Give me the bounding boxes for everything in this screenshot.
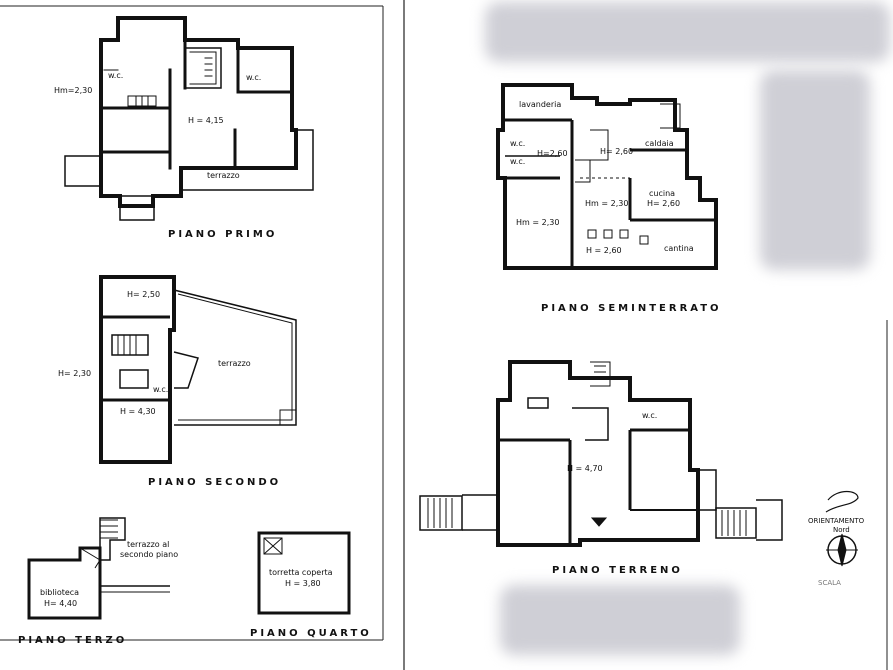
semi-hm-mid-label: Hm = 2,30 [585,199,629,208]
quarto-height-label: H = 3,80 [285,579,321,588]
plan-piano-seminterrato [496,83,718,270]
secondo-h-bottom-label: H = 4,30 [120,407,156,416]
semi-h260c-label: H= 2,60 [647,199,681,208]
terzo-secondo-piano-label: secondo piano [120,550,179,559]
terzo-height-label: H= 4,40 [44,599,78,608]
terzo-terrazzo-label: terrazzo al [127,540,170,549]
semi-hm-left-label: Hm = 2,30 [516,218,560,227]
secondo-h-left-label: H= 2,30 [58,369,92,378]
terreno-wc-label: w.c. [642,411,658,420]
plan-piano-secondo [99,275,297,464]
terzo-biblioteca-label: biblioteca [40,588,80,597]
semi-h260d-label: H = 2,60 [586,246,622,255]
semi-lavanderia-label: lavanderia [519,100,562,109]
semi-h260b-label: H= 2,60 [600,147,634,156]
semi-wc-label-2: w.c. [510,157,526,166]
secondo-terrazzo-label: terrazzo [218,359,251,368]
compass-north-arrow [825,490,859,567]
plan-piano-terzo [27,517,170,620]
plan-piano-primo [64,16,314,221]
semi-cantina-label: cantina [664,244,694,253]
quarto-title: PIANO QUARTO [250,628,372,639]
semi-caldaia-label: caldaia [645,139,674,148]
terreno-height-label: H = 4,70 [567,464,603,473]
primo-title: PIANO PRIMO [168,229,278,240]
plan-piano-quarto [257,531,351,615]
secondo-wc-label: w.c. [153,385,169,394]
secondo-h-top-label: H= 2,50 [127,290,161,299]
redaction-blur [500,585,740,655]
scale-label: SCALA [818,579,841,587]
primo-hm-label: Hm=2,30 [54,86,93,95]
primo-wc-label-2: w.c. [246,73,262,82]
compass-label-orientamento: ORIENTAMENTO [808,517,865,525]
semi-wc-label-1: w.c. [510,139,526,148]
redaction-blur [485,2,890,62]
quarto-torretta-label: torretta coperta [269,568,333,577]
primo-wc-label-1: w.c. [108,71,124,80]
plan-piano-terreno [419,360,783,547]
seminterrato-title: PIANO SEMINTERRATO [541,303,722,314]
semi-h260a-label: H=2,60 [537,149,568,158]
terreno-title: PIANO TERRENO [552,565,683,576]
compass-label-nord: Nord [833,526,850,534]
redaction-blur [760,70,870,270]
semi-cucina-label: cucina [649,189,676,198]
secondo-title: PIANO SECONDO [148,477,282,488]
primo-terrazzo-label: terrazzo [207,171,240,180]
primo-height-label: H = 4,15 [188,116,224,125]
terzo-title: PIANO TERZO [18,635,128,646]
